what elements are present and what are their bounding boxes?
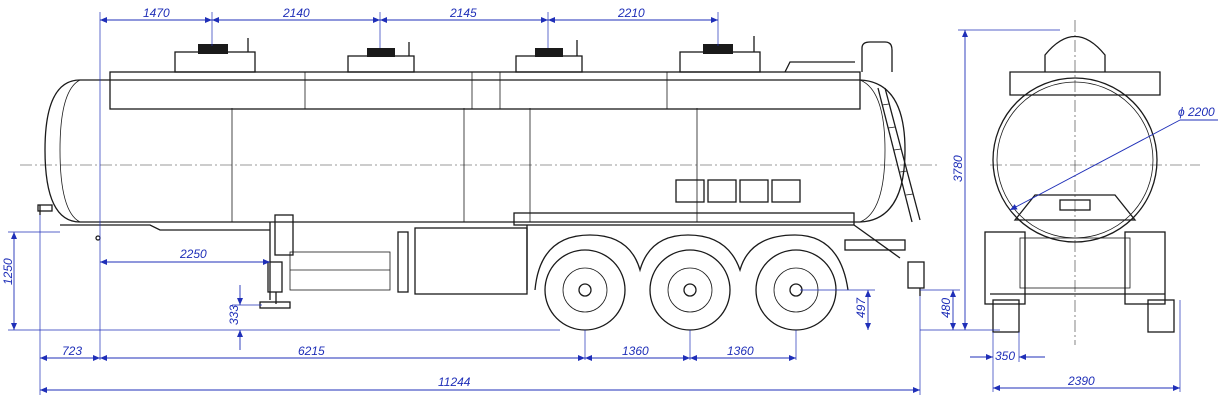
dimension-lines <box>8 12 1218 395</box>
dim-top-2: 2140 <box>282 6 310 20</box>
wheel-1 <box>544 249 626 331</box>
dim-333: 333 <box>227 305 241 325</box>
hose-boxes <box>675 179 801 203</box>
dim-723: 723 <box>62 344 82 358</box>
dimension-labels: 1470 2140 2145 2210 1250 2250 333 723 62… <box>1 6 1215 389</box>
side-view <box>20 36 940 331</box>
dim-top-4: 2210 <box>617 6 645 20</box>
wheel-2 <box>649 249 731 331</box>
dim-1250: 1250 <box>1 258 15 285</box>
dim-2250: 2250 <box>179 247 207 261</box>
dim-480: 480 <box>939 298 953 318</box>
dim-350: 350 <box>995 349 1015 363</box>
chassis <box>37 204 925 309</box>
manholes <box>174 36 761 73</box>
dim-3780: 3780 <box>951 155 965 182</box>
rear-view <box>984 20 1200 345</box>
dim-1360-a: 1360 <box>622 344 649 358</box>
dim-497: 497 <box>854 297 868 318</box>
dim-2390: 2390 <box>1067 374 1095 388</box>
dim-6215: 6215 <box>298 344 325 358</box>
ladder <box>784 41 921 223</box>
dim-diameter: ϕ 2200 <box>1178 105 1215 119</box>
tank-barrel <box>44 79 906 223</box>
dim-top-3: 2145 <box>449 6 477 20</box>
dim-top-1: 1470 <box>143 6 170 20</box>
top-casing <box>109 71 861 110</box>
dim-1360-b: 1360 <box>727 344 754 358</box>
fenders <box>534 234 849 291</box>
dim-11244: 11244 <box>438 375 471 389</box>
